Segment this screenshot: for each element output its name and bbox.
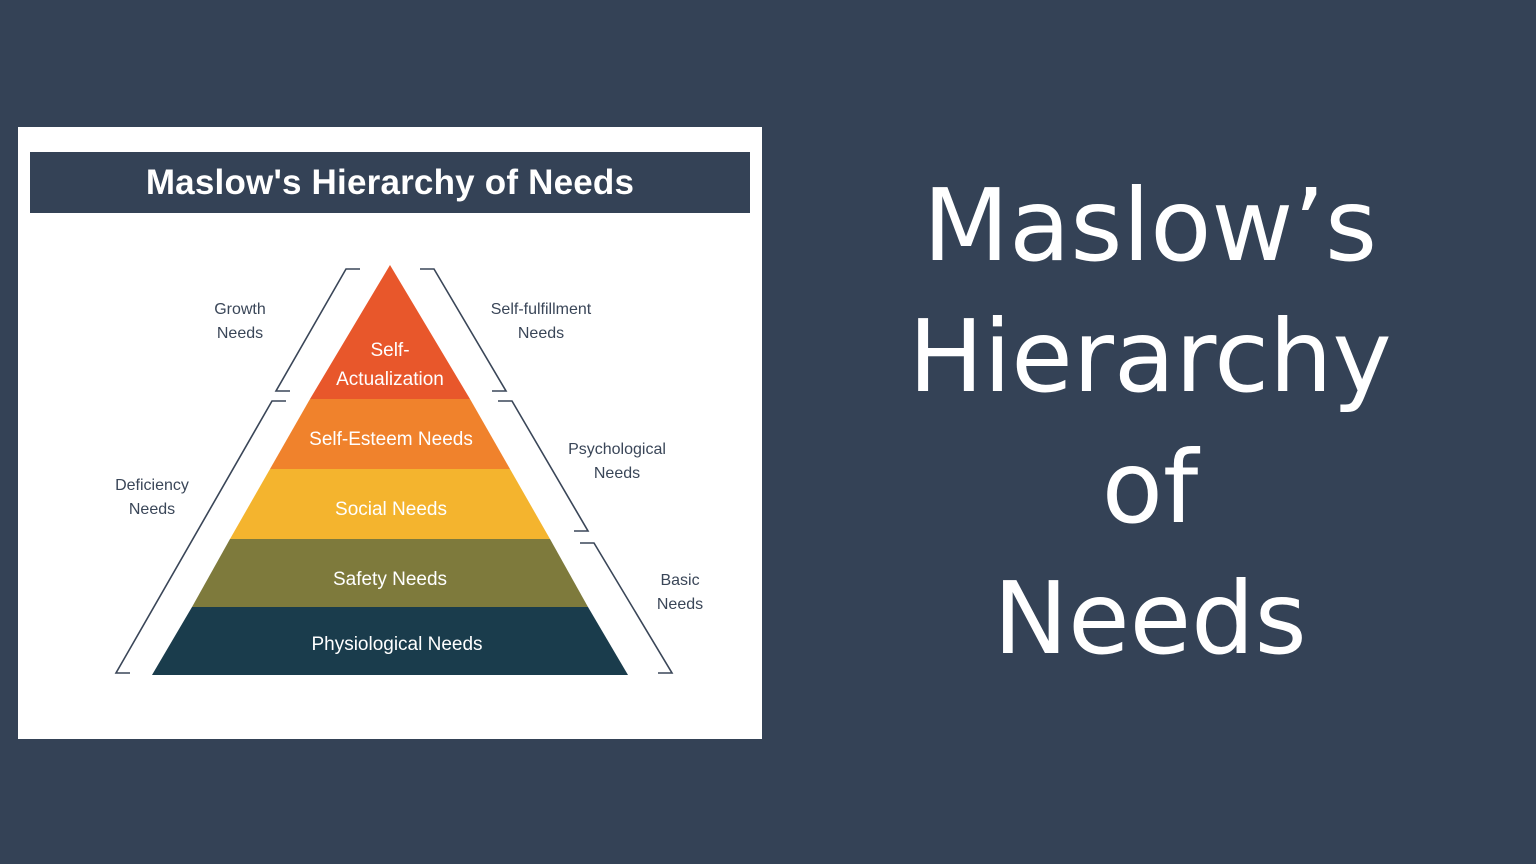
slide-title-line-3: of xyxy=(1101,429,1199,546)
tier-self-actualization xyxy=(310,265,470,399)
label-self-fulfillment-1: Self-fulfillment xyxy=(491,301,592,318)
slide-title: Maslow’s Hierarchy of Needs xyxy=(840,160,1460,684)
bracket-self-fulfillment xyxy=(420,268,508,392)
figure-title-bar: Maslow's Hierarchy of Needs xyxy=(30,152,750,213)
tier-safety xyxy=(192,539,588,607)
tier-social xyxy=(230,469,550,539)
label-deficiency-1: Deficiency xyxy=(115,477,189,494)
tier-label-social: Social Needs xyxy=(335,499,447,520)
tier-label-self-actualization-2: Actualization xyxy=(336,369,444,390)
slide-title-line-1: Maslow’s xyxy=(922,167,1378,284)
bracket-psychological xyxy=(498,400,590,532)
label-growth-2: Needs xyxy=(217,325,263,342)
bracket-growth xyxy=(274,268,360,392)
label-growth-1: Growth xyxy=(214,301,266,318)
label-psychological-2: Needs xyxy=(594,465,640,482)
label-basic-1: Basic xyxy=(660,572,699,589)
label-deficiency-2: Needs xyxy=(129,501,175,518)
label-basic-2: Needs xyxy=(657,596,703,613)
tier-label-safety: Safety Needs xyxy=(333,569,447,590)
slide-title-line-2: Hierarchy xyxy=(908,298,1392,415)
tier-label-self-actualization-1: Self- xyxy=(370,340,409,361)
slide-title-line-4: Needs xyxy=(993,560,1307,677)
label-psychological-1: Psychological xyxy=(568,441,666,458)
tier-self-esteem xyxy=(270,399,510,469)
bracket-basic xyxy=(580,542,674,674)
bracket-deficiency xyxy=(114,400,286,674)
pyramid-diagram: Self- Actualization Self-Esteem Needs So… xyxy=(114,265,703,675)
figure-title: Maslow's Hierarchy of Needs xyxy=(145,162,635,202)
tier-label-physiological: Physiological Needs xyxy=(311,634,482,655)
tier-label-self-esteem: Self-Esteem Needs xyxy=(309,429,473,450)
tier-physiological xyxy=(152,607,628,675)
pyramid-figure: Maslow's Hierarchy of Needs Self- Actual… xyxy=(18,127,762,739)
label-self-fulfillment-2: Needs xyxy=(518,325,564,342)
